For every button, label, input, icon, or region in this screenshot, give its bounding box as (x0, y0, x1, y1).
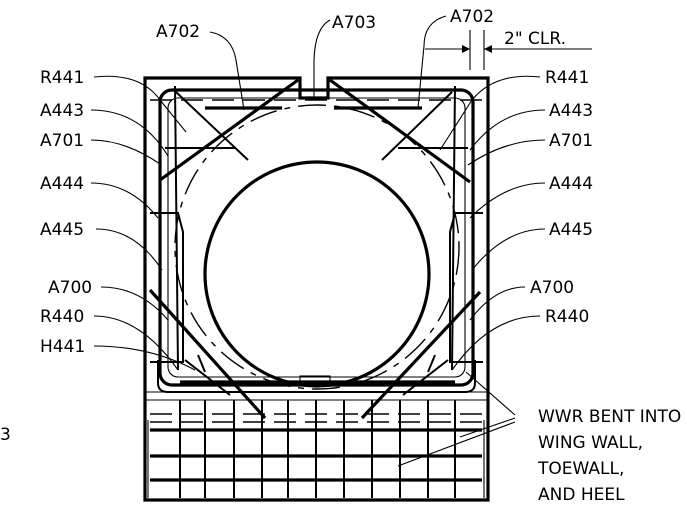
label-margin-fragment: 3 (0, 425, 11, 445)
label-a444-left: A444 (40, 174, 84, 194)
label-r440-left: R440 (40, 307, 84, 327)
label-wwr-line1: WWR BENT INTO (538, 407, 681, 427)
label-wwr-line4: AND HEEL (538, 485, 625, 505)
label-a703: A703 (332, 13, 376, 33)
label-clearance: 2" CLR. (504, 29, 566, 49)
label-a702-right: A702 (450, 7, 494, 27)
label-a445-left: A445 (40, 220, 84, 240)
callout-labels: A702 A703 A702 2" CLR. R441 A443 A701 A4… (0, 7, 681, 505)
label-a444-right: A444 (549, 174, 593, 194)
label-a700-left: A700 (48, 278, 92, 298)
wwr-mesh (147, 400, 485, 498)
label-r441-left: R441 (40, 68, 84, 88)
label-a700-right: A700 (530, 278, 574, 298)
label-a701-left: A701 (40, 131, 84, 151)
label-wwr-line2: WING WALL, (538, 433, 643, 453)
label-a443-left: A443 (40, 101, 84, 121)
label-h441-left: H441 (40, 337, 85, 357)
top-reinforcement (159, 78, 471, 371)
label-wwr-line3: TOEWALL, (537, 459, 624, 479)
label-r441-right: R441 (545, 68, 589, 88)
label-a702-left: A702 (156, 22, 200, 42)
leader-lines (90, 15, 546, 467)
label-a701-right: A701 (549, 131, 593, 151)
bottom-reinforcement (148, 288, 482, 420)
pipe-opening (174, 104, 460, 390)
clearance-dimension (425, 30, 592, 70)
label-a445-right: A445 (549, 220, 593, 240)
label-r440-right: R440 (545, 307, 589, 327)
label-a443-right: A443 (549, 101, 593, 121)
